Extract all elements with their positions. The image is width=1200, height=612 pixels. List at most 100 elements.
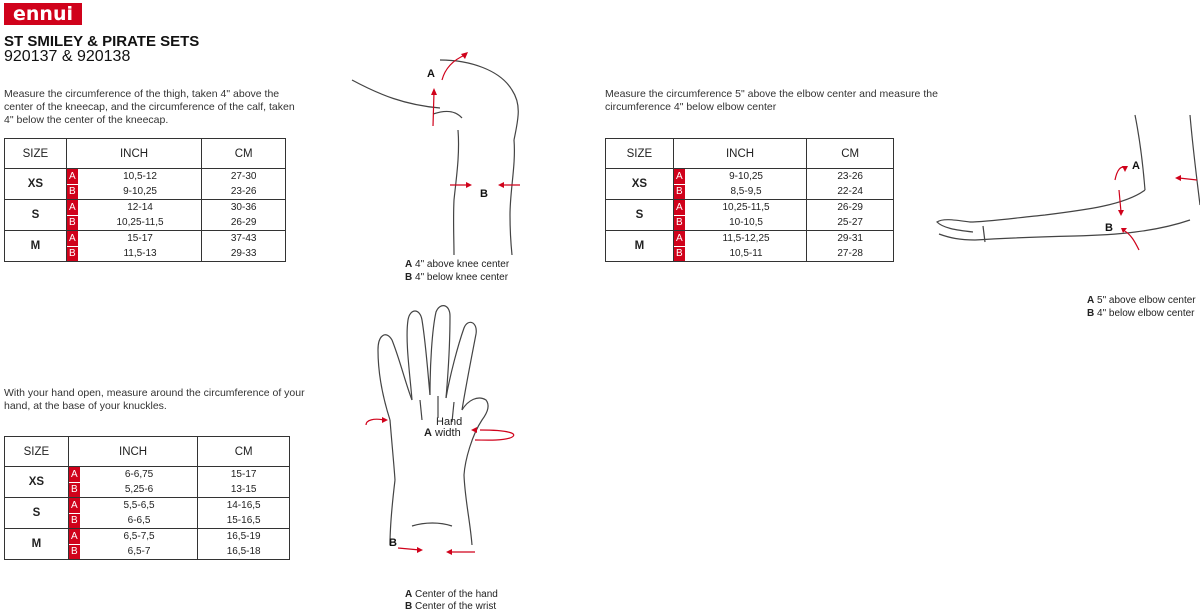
size-cell: S	[4, 199, 67, 231]
measure-letter-a: A	[65, 199, 79, 216]
inch-header: INCH	[65, 138, 203, 169]
measure-letter-a: A	[672, 230, 686, 247]
hand-caption-b: B Center of the wrist	[405, 600, 496, 612]
size-cell: M	[4, 230, 67, 262]
hand-label-b: B	[389, 537, 397, 549]
measure-letter-a: A	[67, 497, 81, 514]
knee-caption-b-text: 4" below knee center	[415, 272, 509, 283]
size-header: SIZE	[4, 138, 67, 169]
measure-letter-b: B	[67, 481, 81, 498]
inch-cell: 10,25-11,5	[78, 215, 203, 231]
hand-caption-a-letter: A	[405, 589, 413, 600]
measure-letter-b: B	[67, 543, 81, 560]
hand-label-a: A	[424, 427, 432, 439]
hand-width-label-line2: A width	[424, 427, 462, 439]
cm-cell: 30-36	[201, 199, 286, 215]
knee-caption-a-text: 4" above knee center	[415, 259, 510, 270]
product-codes: 920137 & 920138	[4, 48, 131, 65]
inch-cell: 5,25-6	[80, 482, 199, 498]
hand-illustration	[365, 305, 515, 555]
inch-cell: 9-10,25	[685, 168, 808, 184]
inch-cell: 6,5-7	[80, 544, 199, 560]
cm-cell: 16,5-19	[197, 528, 290, 544]
cm-cell: 13-15	[197, 482, 290, 498]
measure-letter-b: B	[672, 214, 686, 231]
cm-header: CM	[197, 436, 290, 467]
inch-cell: 10-10,5	[685, 215, 808, 231]
inch-cell: 5,5-6,5	[80, 497, 199, 513]
measure-letter-b: B	[65, 183, 79, 200]
inch-cell: 12-14	[78, 199, 203, 215]
inch-cell: 6-6,75	[80, 466, 199, 482]
cm-cell: 23-26	[806, 168, 894, 184]
size-header: SIZE	[605, 138, 674, 169]
knee-label-b: B	[480, 188, 488, 200]
inch-cell: 15-17	[78, 230, 203, 246]
cm-cell: 26-29	[201, 215, 286, 231]
cm-cell: 29-31	[806, 230, 894, 246]
hand-description: With your hand open, measure around the …	[4, 387, 305, 412]
cm-cell: 37-43	[201, 230, 286, 246]
cm-cell: 14-16,5	[197, 497, 290, 513]
elbow-illustration	[936, 114, 1200, 251]
cm-cell: 22-24	[806, 184, 894, 200]
size-cell: M	[605, 230, 674, 262]
cm-cell: 23-26	[201, 184, 286, 200]
cm-cell: 15-16,5	[197, 513, 290, 529]
hand-caption-a: A Center of the hand	[405, 588, 498, 601]
elbow-label-b: B	[1105, 222, 1113, 234]
size-cell: XS	[4, 168, 67, 200]
measure-letter-a: A	[67, 466, 81, 483]
cm-cell: 26-29	[806, 199, 894, 215]
size-cell: M	[4, 528, 69, 560]
measure-letter-a: A	[65, 168, 79, 185]
knee-caption-b-letter: B	[405, 272, 413, 283]
knee-label-a: A	[427, 68, 435, 80]
cm-cell: 25-27	[806, 215, 894, 231]
knee-caption-a-letter: A	[405, 259, 413, 270]
elbow-caption-a: A 5" above elbow center	[1087, 294, 1196, 307]
measure-letter-b: B	[672, 183, 686, 200]
cm-cell: 15-17	[197, 466, 290, 482]
hand-width-word: width	[435, 427, 461, 439]
inch-cell: 9-10,25	[78, 184, 203, 200]
elbow-caption-b-text: 4" below elbow center	[1097, 308, 1195, 319]
elbow-label-a: A	[1132, 160, 1140, 172]
inch-cell: 6,5-7,5	[80, 528, 199, 544]
measure-letter-a: A	[65, 230, 79, 247]
knee-illustration	[351, 52, 520, 256]
cm-cell: 27-28	[806, 246, 894, 262]
hand-width-label-line1: Hand	[436, 416, 463, 428]
product-title: ST SMILEY & PIRATE SETS	[4, 33, 200, 50]
inch-cell: 6-6,5	[80, 513, 199, 529]
ennui-logo: ennui	[4, 3, 82, 25]
measure-letter-b: B	[672, 245, 686, 262]
measure-letter-b: B	[67, 512, 81, 529]
measure-letter-a: A	[672, 168, 686, 185]
inch-cell: 10,5-11	[685, 246, 808, 262]
cm-header: CM	[806, 138, 894, 169]
size-header: SIZE	[4, 436, 69, 467]
hand-caption-b-letter: B	[405, 601, 413, 612]
measure-letter-a: A	[672, 199, 686, 216]
inch-header: INCH	[672, 138, 808, 169]
size-cell: XS	[4, 466, 69, 498]
knee-caption-a: A 4" above knee center	[405, 258, 509, 271]
knee-caption-b: B 4" below knee center	[405, 271, 508, 284]
cm-cell: 16,5-18	[197, 544, 290, 560]
